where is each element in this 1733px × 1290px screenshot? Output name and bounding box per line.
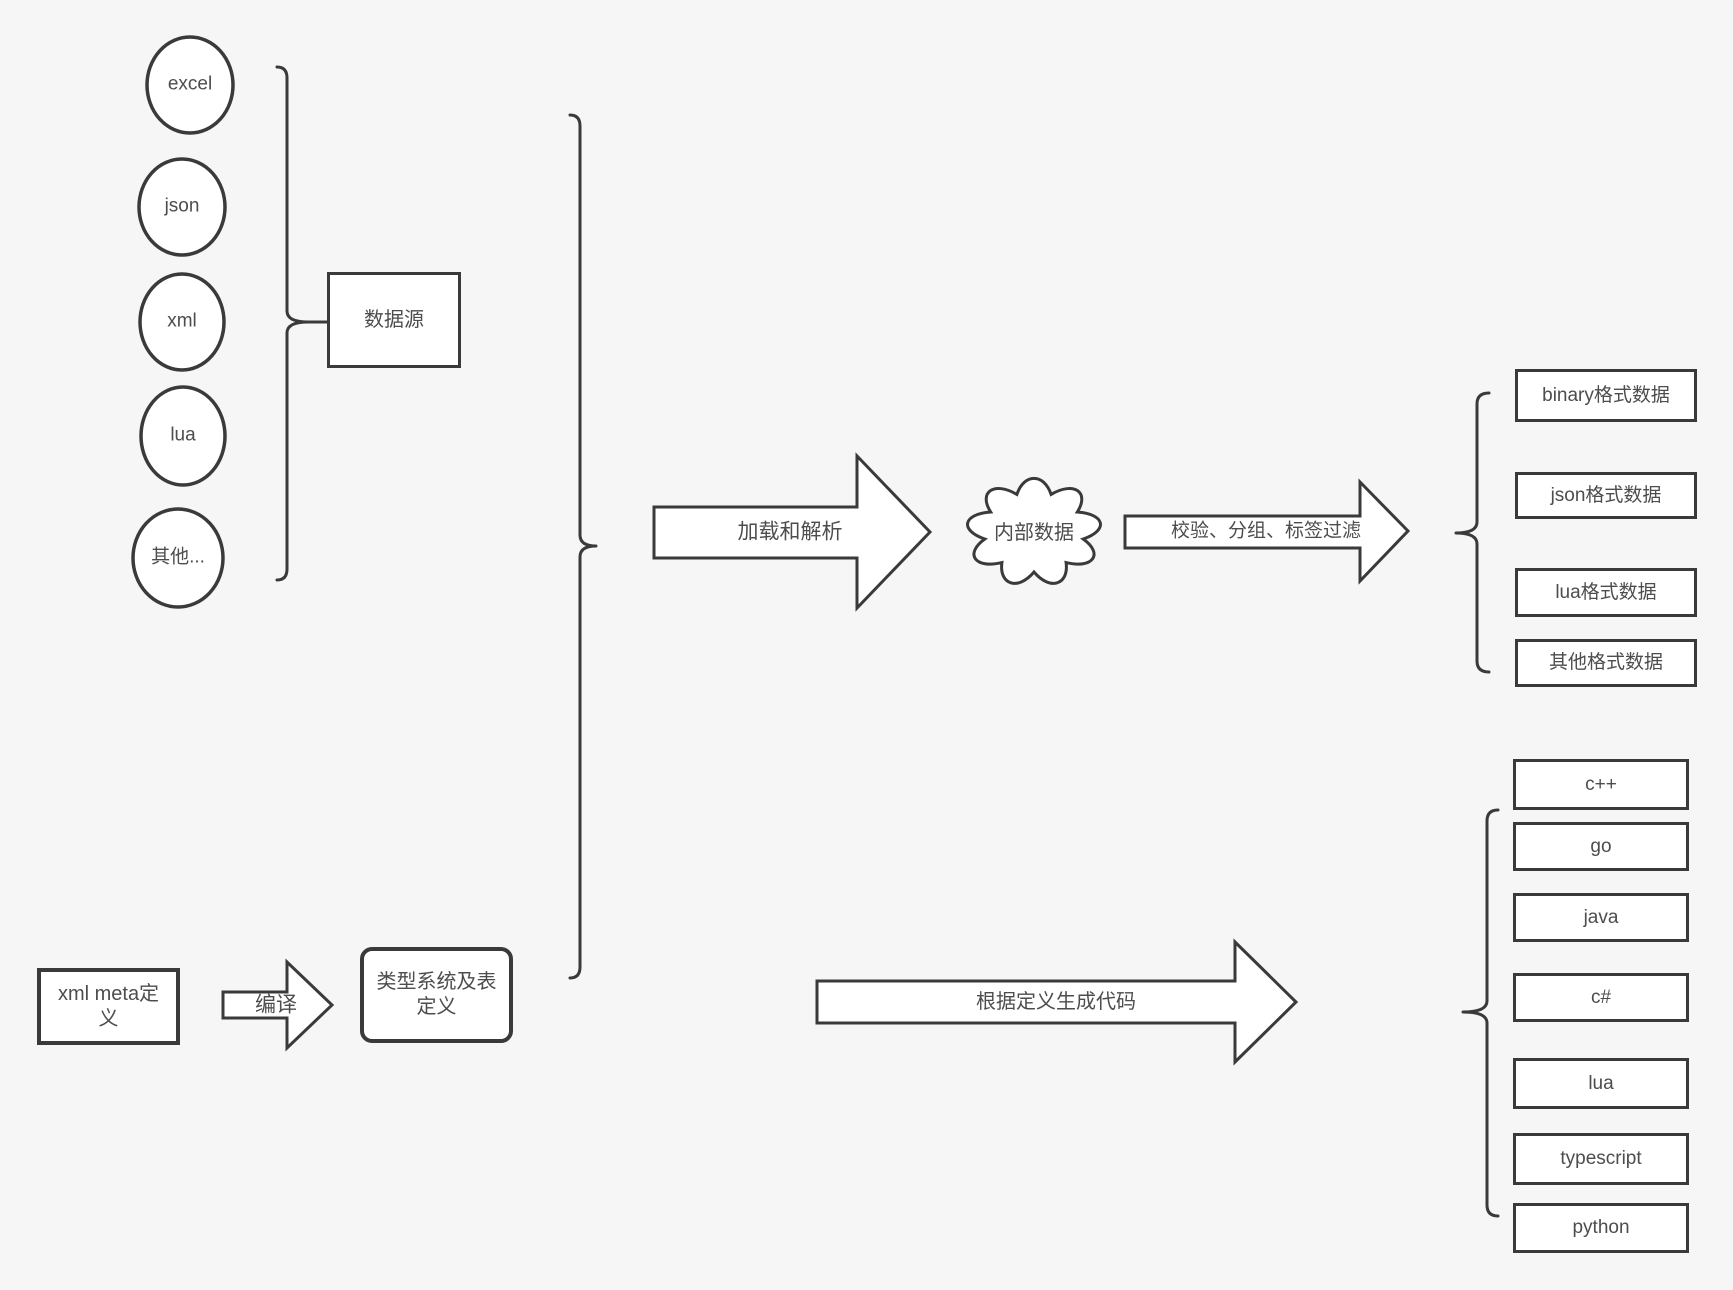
source-label-lua: lua [170, 424, 196, 446]
format-box-lua: lua格式数据 [1515, 568, 1697, 617]
internal-data-cloud [966, 477, 1102, 585]
source-ellipse-excel [145, 35, 235, 135]
load-parse-arrow [652, 452, 933, 612]
lang-box-go: go [1513, 822, 1689, 871]
format-box-binary-label: binary格式数据 [1542, 384, 1670, 406]
lang-box-java: java [1513, 893, 1689, 942]
lang-box-python-label: python [1572, 1217, 1630, 1239]
source-ellipse-other [131, 507, 225, 609]
sources-brace [275, 65, 329, 582]
format-box-binary: binary格式数据 [1515, 369, 1697, 422]
datasource-box-label: 数据源 [364, 308, 424, 331]
lang-box-typescript-label: typescript [1560, 1148, 1642, 1170]
source-ellipse-xml [138, 272, 226, 372]
type-system-box-label: 类型系统及表定义 [376, 971, 497, 1018]
languages-brace [1461, 808, 1500, 1218]
format-box-json-label: json格式数据 [1550, 484, 1662, 506]
compile-arrow [221, 958, 335, 1052]
lang-box-csharp-label: c# [1590, 986, 1612, 1008]
format-box-json: json格式数据 [1515, 472, 1697, 519]
generate-code-arrow-label: 根据定义生成代码 [976, 991, 1136, 1013]
generate-code-arrow [815, 938, 1299, 1066]
format-box-other-label: 其他格式数据 [1548, 652, 1663, 674]
compile-arrow-label: 编译 [255, 993, 297, 1017]
format-box-other: 其他格式数据 [1515, 639, 1697, 687]
filter-arrow [1123, 478, 1411, 585]
source-ellipse-lua [139, 385, 227, 487]
xml-meta-box: xml meta定义 [37, 968, 180, 1045]
lang-box-go-label: go [1590, 835, 1612, 857]
load-parse-arrow-label: 加载和解析 [737, 520, 843, 544]
source-label-other: 其他... [151, 546, 205, 568]
datasource-box: 数据源 [327, 272, 461, 368]
source-label-excel: excel [167, 73, 213, 95]
format-box-lua-label: lua格式数据 [1555, 581, 1657, 603]
lang-box-java-label: java [1583, 906, 1619, 928]
lang-box-python: python [1513, 1203, 1689, 1253]
source-label-json: json [164, 195, 200, 217]
lang-box-csharp: c# [1513, 973, 1689, 1022]
lang-box-cpp-label: c++ [1585, 773, 1617, 795]
filter-arrow-label: 校验、分组、标签过滤 [1170, 520, 1362, 542]
xml-meta-box-label: xml meta定义 [57, 982, 160, 1030]
lang-box-lua: lua [1513, 1058, 1689, 1109]
formats-brace [1454, 391, 1491, 674]
lang-box-cpp: c++ [1513, 759, 1689, 810]
internal-data-cloud-label: 内部数据 [994, 522, 1074, 544]
source-ellipse-json [137, 157, 227, 257]
lang-box-typescript: typescript [1513, 1133, 1689, 1185]
main-brace [568, 113, 598, 980]
type-system-box: 类型系统及表定义 [360, 947, 513, 1043]
lang-box-lua-label: lua [1588, 1072, 1614, 1094]
source-label-xml: xml [167, 310, 197, 332]
